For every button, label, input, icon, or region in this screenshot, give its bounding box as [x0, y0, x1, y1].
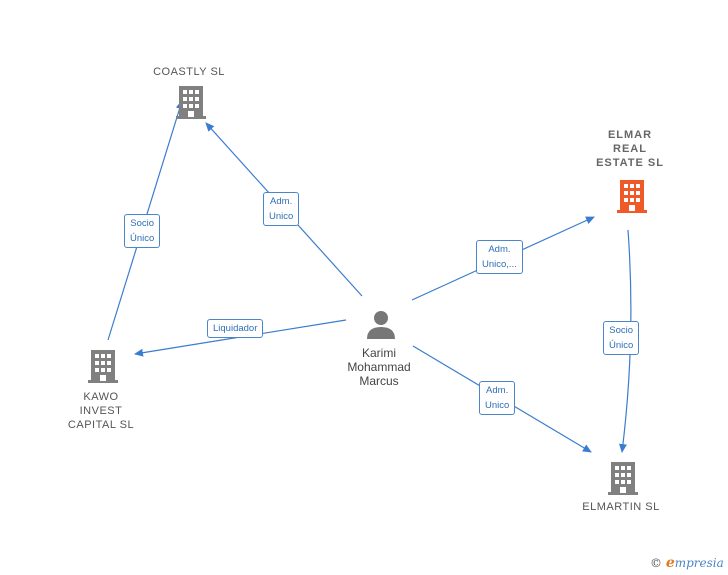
- building-icon[interactable]: [87, 348, 119, 384]
- brand-name: mpresia: [674, 556, 724, 570]
- node-label-coastly[interactable]: COASTLY SL: [153, 66, 225, 78]
- building-icon[interactable]: [175, 84, 207, 120]
- empresia-logo[interactable]: © empresia: [650, 555, 724, 571]
- copyright-symbol: ©: [650, 556, 662, 570]
- edge-label-person-elmar: Adm. Unico,...: [476, 240, 523, 274]
- building-icon[interactable]: [607, 460, 639, 496]
- node-label-person[interactable]: Karimi Mohammad Marcus: [347, 346, 411, 388]
- edge-label-person-elmartin: Adm. Unico: [479, 381, 516, 415]
- edge-label-person-coastly: Adm. Unico: [263, 192, 300, 226]
- brand-e: e: [665, 555, 675, 571]
- node-label-elmar[interactable]: ELMAR REAL ESTATE SL: [596, 129, 664, 169]
- edge-label-kawo-coastly: Socio Único: [124, 214, 161, 248]
- edge-label-person-kawo: Liquidador: [207, 319, 264, 338]
- node-label-kawo[interactable]: KAWO INVEST CAPITAL SL: [67, 391, 135, 431]
- node-label-elmartin[interactable]: ELMARTIN SL: [582, 501, 660, 513]
- building-icon-highlight[interactable]: [616, 178, 648, 214]
- person-icon[interactable]: [365, 310, 397, 340]
- edge-label-elmar-elmartin: Socio Único: [603, 321, 640, 355]
